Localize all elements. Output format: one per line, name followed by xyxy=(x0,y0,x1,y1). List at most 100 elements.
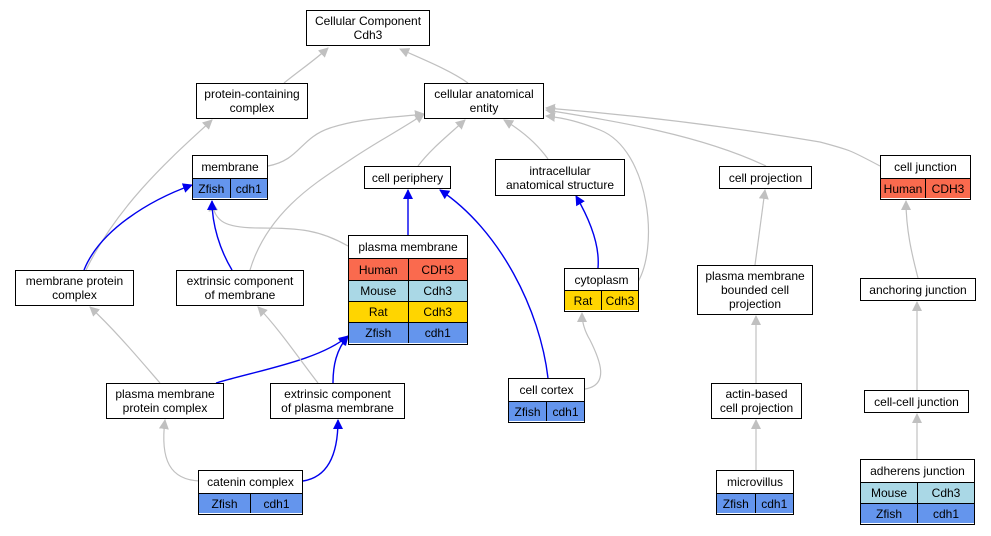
annotation-row: Zfish cdh1 xyxy=(717,494,793,513)
annotation-row: Rat Cdh3 xyxy=(349,301,467,322)
edge-ccx-to-cyto xyxy=(577,312,602,390)
node-cproj[interactable]: cell projection xyxy=(719,166,812,189)
annotation-row: Zfish cdh1 xyxy=(509,402,584,421)
edge-pm-to-mem xyxy=(208,201,349,247)
edge-cat-to-ecpm xyxy=(302,419,343,482)
edge-pcc-to-cc xyxy=(283,47,329,84)
node-label: cell-cell junction xyxy=(874,394,959,409)
species-cell: Rat xyxy=(368,305,388,319)
edge-cat-to-pmpc xyxy=(158,419,201,482)
node-label: cell junction xyxy=(881,156,970,179)
gene-cell: CDH3 xyxy=(925,179,970,198)
species-cell: Zfish xyxy=(722,496,749,511)
annotation-row: Mouse Cdh3 xyxy=(861,483,974,503)
node-cp[interactable]: cell periphery xyxy=(364,166,451,189)
species-cell: Mouse xyxy=(870,486,908,500)
node-cae[interactable]: cellular anatomical entity xyxy=(424,83,544,119)
node-label: intracellular anatomical structure xyxy=(505,163,615,192)
edge-aj-to-cj xyxy=(901,200,919,279)
edge-pmbcp-to-cproj xyxy=(754,189,769,266)
node-label: membrane protein complex xyxy=(25,274,124,302)
node-label: cell cortex xyxy=(509,379,584,402)
gene-cell: Cdh3 xyxy=(407,281,468,301)
gene-cell: Cdh3 xyxy=(601,291,638,310)
edge-ecm-to-mem xyxy=(207,200,233,271)
edge-ccx-to-cp xyxy=(439,189,549,379)
node-label: cytoplasm xyxy=(565,269,638,291)
node-label: cell periphery xyxy=(371,170,444,185)
node-label: extrinsic component of membrane xyxy=(186,274,294,302)
annotation-row: Mouse Cdh3 xyxy=(349,280,467,301)
node-abcp[interactable]: actin-based cell projection xyxy=(711,383,802,419)
species-cell: Human xyxy=(883,181,923,196)
edge-ecpm-to-pm xyxy=(332,335,349,384)
node-cc[interactable]: Cellular Component Cdh3 xyxy=(306,10,430,46)
node-label: catenin complex xyxy=(199,471,302,494)
node-label: actin-based cell projection xyxy=(719,387,794,415)
node-pmpc[interactable]: plasma membrane protein complex xyxy=(106,383,224,419)
edge-pmpc-to-mpc xyxy=(89,306,161,384)
node-ccj[interactable]: cell-cell junction xyxy=(864,390,969,413)
gene-cell: cdh1 xyxy=(407,323,468,343)
node-label: plasma membrane protein complex xyxy=(115,387,215,415)
edge-cj-to-cae xyxy=(545,103,881,167)
edge-cyto-to-cae xyxy=(545,111,650,286)
node-pcc[interactable]: protein-containing complex xyxy=(196,83,308,119)
species-cell: Zfish xyxy=(211,496,238,511)
annotation-row: Human CDH3 xyxy=(349,259,467,280)
edge-ecpm-to-ecm xyxy=(257,306,319,384)
node-label: extrinsic component of plasma membrane xyxy=(281,387,394,415)
gene-cell: cdh1 xyxy=(754,494,794,513)
node-label: anchoring junction xyxy=(869,282,967,297)
species-cell: Zfish xyxy=(514,404,541,419)
species-cell: Mouse xyxy=(360,284,397,298)
node-label: plasma membrane bounded cell projection xyxy=(705,269,805,311)
edge-cproj-to-cae xyxy=(545,106,767,167)
edge-ias-to-cae xyxy=(503,119,549,160)
annotation-row: Zfish cdh1 xyxy=(861,503,974,523)
node-label: protein-containing complex xyxy=(204,87,300,115)
node-label: cellular anatomical entity xyxy=(434,87,534,115)
gene-cell: cdh1 xyxy=(917,504,974,523)
node-mpc[interactable]: membrane protein complex xyxy=(15,270,134,306)
node-aj[interactable]: anchoring junction xyxy=(860,278,976,301)
species-cell: Zfish xyxy=(875,506,902,521)
node-ecm[interactable]: extrinsic component of membrane xyxy=(176,270,304,306)
node-ias[interactable]: intracellular anatomical structure xyxy=(495,159,625,196)
gene-cell: Cdh3 xyxy=(407,302,468,322)
species-cell: Zfish xyxy=(198,181,225,196)
gene-cell: CDH3 xyxy=(407,259,468,280)
gene-cell: Cdh3 xyxy=(917,483,974,503)
node-label: cell projection xyxy=(728,170,803,185)
annotation-row: Zfish cdh1 xyxy=(199,494,302,513)
edge-mpc-to-mem xyxy=(83,183,193,271)
edge-cae-to-cc xyxy=(399,48,469,84)
gene-cell: cdh1 xyxy=(250,494,302,513)
node-ecpm[interactable]: extrinsic component of plasma membrane xyxy=(270,383,405,419)
node-label: membrane xyxy=(193,156,267,179)
node-label: microvillus xyxy=(717,471,793,494)
gene-cell: cdh1 xyxy=(546,402,584,421)
edge-pmpc-to-pm xyxy=(215,335,349,384)
annotation-row: Zfish cdh1 xyxy=(193,179,267,198)
annotation-row: Rat Cdh3 xyxy=(565,291,638,310)
gene-cell: cdh1 xyxy=(229,179,268,198)
species-cell: Human xyxy=(358,262,398,277)
node-pmbcp[interactable]: plasma membrane bounded cell projection xyxy=(697,265,813,315)
edge-cp-to-cae xyxy=(417,119,466,167)
node-label: plasma membrane xyxy=(349,236,467,259)
species-cell: Rat xyxy=(573,293,593,308)
edge-cyto-to-ias xyxy=(575,195,599,269)
